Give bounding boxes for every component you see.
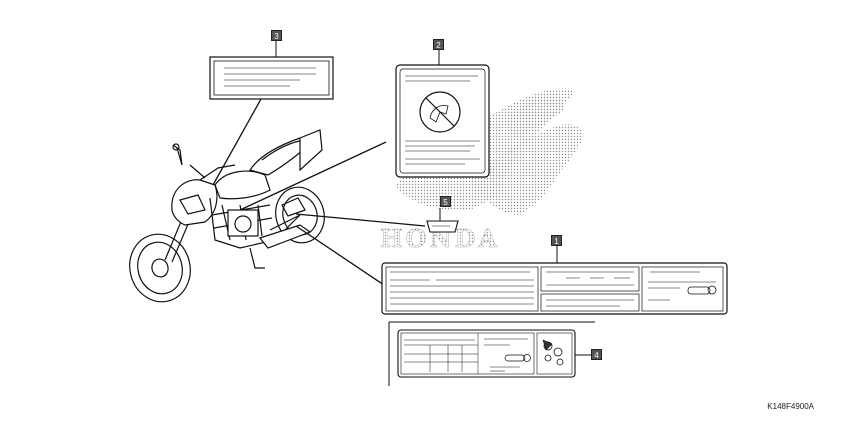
callout-2: 2 xyxy=(433,39,444,50)
leader-line-2 xyxy=(239,141,387,211)
leader-line-3 xyxy=(212,98,262,186)
leader-lines xyxy=(212,98,426,286)
leader-line-1 xyxy=(295,225,385,286)
callout-5: 5 xyxy=(440,196,451,207)
label-4-decal xyxy=(388,321,595,386)
label-3-decal xyxy=(209,40,334,100)
callout-4: 4 xyxy=(591,349,602,360)
callout-3: 3 xyxy=(271,30,282,41)
figure-code: K148F4900A xyxy=(767,402,814,411)
motorcycle-drawing xyxy=(129,129,325,303)
callout-1: 1 xyxy=(551,235,562,246)
leader-line-5 xyxy=(295,213,426,227)
label-2-decal xyxy=(395,50,490,178)
label-5-decal xyxy=(426,208,459,233)
label-1-decal xyxy=(381,246,728,315)
